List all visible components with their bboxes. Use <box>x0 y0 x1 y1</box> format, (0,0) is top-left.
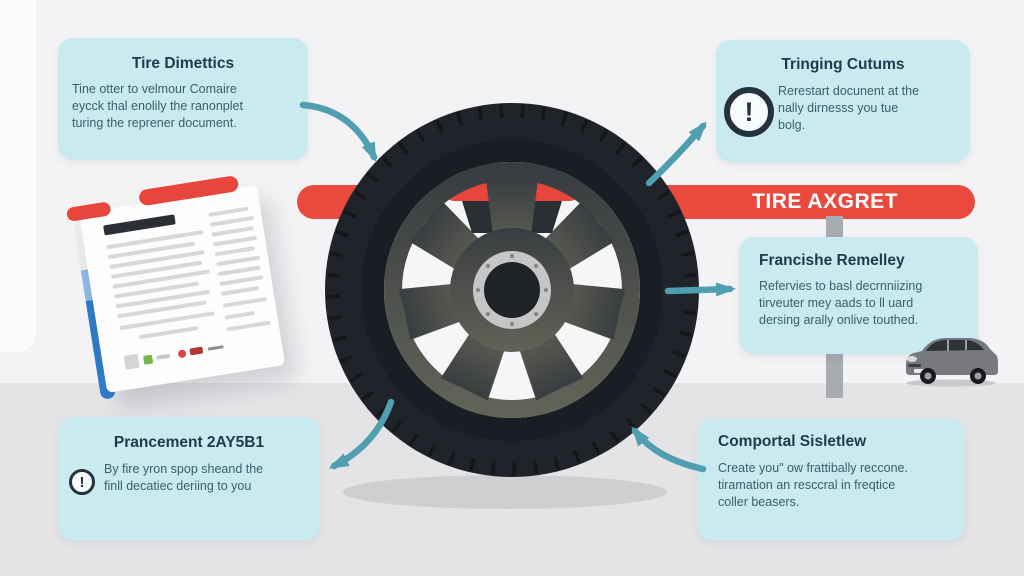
callout-body: Rerestart docunent at the nally dirnesss… <box>778 84 920 132</box>
arrow-top-right <box>645 121 707 187</box>
callout-body: Create you" ow frattibally reccone. tira… <box>718 461 908 509</box>
hub-bolts <box>475 253 549 327</box>
callout-title: Tringing Cutums <box>781 56 905 73</box>
callout-title: Francishe Remelley <box>759 252 905 269</box>
car-illustration <box>906 338 998 387</box>
wheel-spoke <box>398 282 477 340</box>
callout-body: Tine otter to velmour Comaire eycck thal… <box>72 82 243 130</box>
hub-center <box>484 262 540 318</box>
callout-comportal-sisletlew: Comportal Sisletlew Create you" ow fratt… <box>697 419 965 540</box>
exclamation-circle-icon: ! <box>69 469 95 495</box>
callout-title: Prancement 2AY5B1 <box>113 434 265 451</box>
callout-body: Refervies to basl decrnniizing tirveuter… <box>759 279 923 327</box>
callout-prancement: Prancement 2AY5B1 ! By fire yron spop sh… <box>58 417 320 540</box>
callout-title: Tire Dimettics <box>131 55 235 72</box>
title-banner: TIRE AXGRET <box>297 185 975 219</box>
callout-tire-dimettics: Tire Dimettics Tine otter to velmour Com… <box>58 38 308 160</box>
callout-body: By fire yron spop sheand the finll decat… <box>104 462 264 493</box>
callout-title: Comportal Sisletlew <box>718 433 867 450</box>
arrow-middle-right <box>664 282 736 297</box>
background-left-panel <box>0 0 36 352</box>
wheel-spoke <box>547 282 626 340</box>
callout-francishe-remelley: Francishe Remelley Refervies to basl dec… <box>739 237 978 354</box>
document-illustration <box>65 175 286 400</box>
exclamation-circle-icon: ! <box>724 87 774 137</box>
arrow-top-left <box>299 101 378 163</box>
document-green-icon <box>142 354 154 365</box>
callout-tringing-cutums: Tringing Cutums ! Rerestart docunent at … <box>716 40 970 162</box>
document-thumbnail-icon <box>123 353 140 370</box>
banner-label: TIRE AXGRET <box>752 190 898 213</box>
hub-ring <box>473 251 551 329</box>
